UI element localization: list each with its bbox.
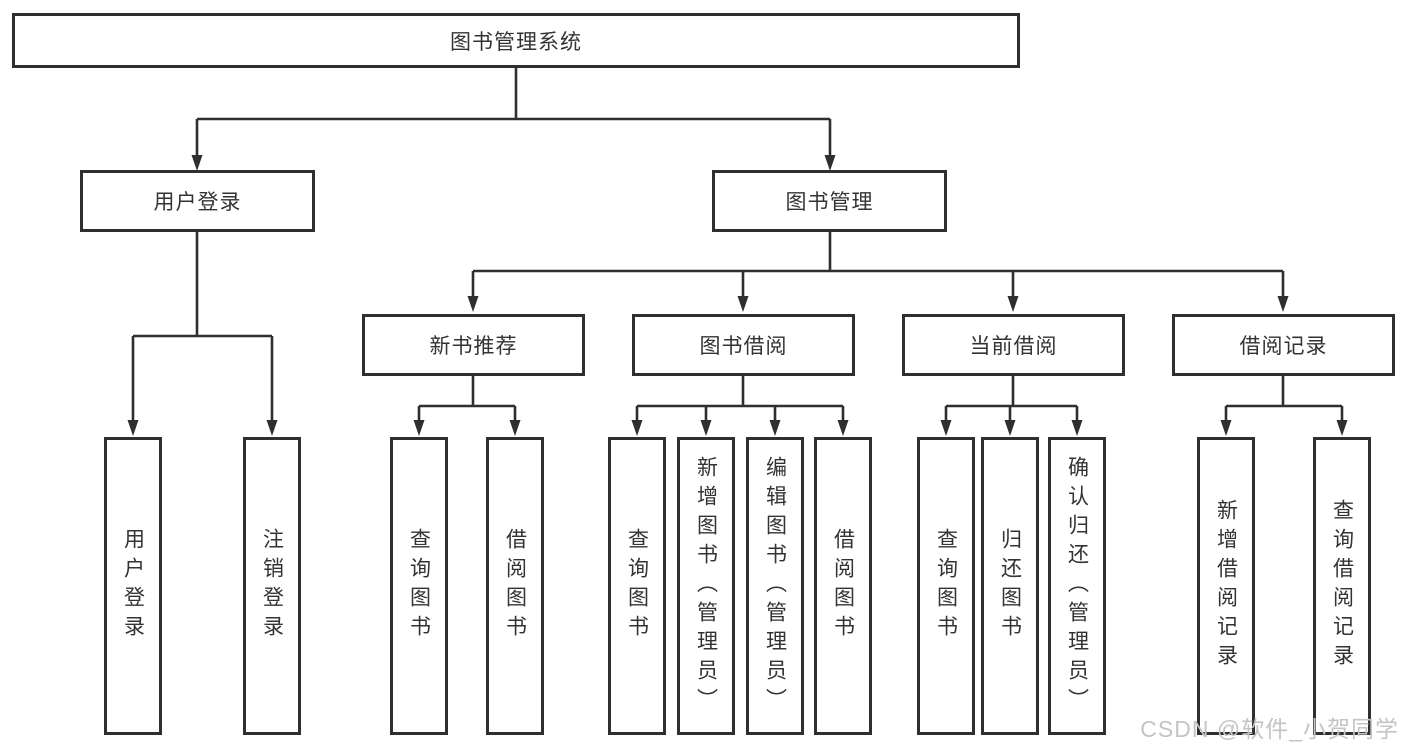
leaf-current-return-books: 归还图书	[981, 437, 1039, 735]
leaf-borrow-borrow-books: 借阅图书	[814, 437, 872, 735]
leaf-label: 借阅图书	[831, 528, 855, 644]
leaf-label: 查询图书	[407, 528, 431, 644]
node-new-book: 新书推荐	[362, 314, 585, 376]
leaf-current-confirm-return-admin: 确认归还（管理员）	[1048, 437, 1106, 735]
branch-user-login	[131, 232, 274, 421]
leaf-borrow-add-books-admin: 新增图书（管理员）	[677, 437, 735, 735]
leaf-newbook-borrow-books: 借阅图书	[486, 437, 544, 735]
node-borrow-record: 借阅记录	[1172, 314, 1395, 376]
leaf-label: 新增借阅记录	[1214, 499, 1238, 673]
node-user-login: 用户登录	[80, 170, 315, 232]
branch-root	[195, 68, 832, 156]
branch-current-borrow	[944, 376, 1079, 421]
node-book-borrow: 图书借阅	[632, 314, 855, 376]
leaf-label: 注销登录	[260, 528, 284, 644]
leaf-label: 新增图书（管理员）	[694, 455, 718, 717]
branch-book-mgmt	[471, 232, 1285, 297]
leaf-borrow-edit-books-admin: 编辑图书（管理员）	[746, 437, 804, 735]
leaf-label: 查询借阅记录	[1330, 499, 1354, 673]
leaf-label: 借阅图书	[503, 528, 527, 644]
leaf-logout: 注销登录	[243, 437, 301, 735]
leaf-label: 确认归还（管理员）	[1065, 455, 1089, 717]
branch-book-borrow	[635, 376, 845, 421]
leaf-label: 查询图书	[934, 528, 958, 644]
leaf-record-query-borrow-record: 查询借阅记录	[1313, 437, 1371, 735]
leaf-current-query-books: 查询图书	[917, 437, 975, 735]
leaf-label: 用户登录	[121, 528, 145, 644]
leaf-label: 归还图书	[998, 528, 1022, 644]
leaf-label: 查询图书	[625, 528, 649, 644]
csdn-watermark: CSDN @软件_小贺同学	[1140, 716, 1399, 742]
branch-borrow-record	[1224, 376, 1344, 421]
leaf-borrow-query-books: 查询图书	[608, 437, 666, 735]
leaf-newbook-query-books: 查询图书	[390, 437, 448, 735]
leaf-record-add-borrow-record: 新增借阅记录	[1197, 437, 1255, 735]
leaf-user-login: 用户登录	[104, 437, 162, 735]
node-book-mgmt: 图书管理	[712, 170, 947, 232]
arrowhead-icons	[127, 155, 1348, 436]
node-root: 图书管理系统	[12, 13, 1020, 68]
node-current-borrow: 当前借阅	[902, 314, 1125, 376]
branch-new-book	[417, 376, 517, 421]
leaf-label: 编辑图书（管理员）	[763, 455, 787, 717]
